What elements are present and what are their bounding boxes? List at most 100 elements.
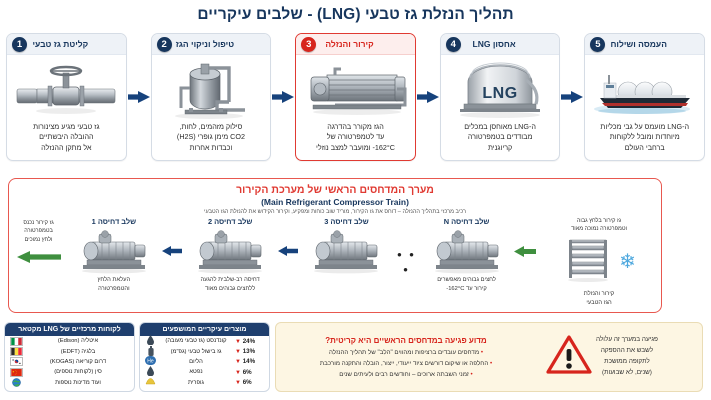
product-pct: ▼ 6%	[235, 369, 265, 376]
product-pct: ▼ 14%	[235, 358, 265, 365]
outlet-line: וטמפרטורה נמוכה מאוד	[571, 226, 627, 233]
step-title-3: קירור והנזלה	[325, 39, 374, 49]
trend-down-icon: ▼	[235, 349, 241, 356]
market-row: איטליה (Edison)	[5, 336, 134, 346]
step-header-1: 1 קליטת גז טבעי	[7, 34, 126, 55]
svg-text:★: ★	[12, 370, 15, 373]
market-row: ★★★★★ סין (לקוחות נוספים)	[5, 367, 134, 377]
markets-panel-heading: לקוחות מרכזיים של LNG מקטאר	[5, 323, 134, 336]
step-card-3[interactable]: 3 קירור והנזלה	[295, 33, 416, 161]
critical-bullet: החלפה או שיקום דורשים ציוד ייעודי, ייצור…	[280, 359, 532, 370]
step-desc-line: ה-LNG מאוחסן במכלים	[464, 122, 536, 131]
step-desc-3: הגז מקורר בהדרגה עד לטמפרטורה של 162°C- …	[296, 121, 415, 160]
belgium-flag-icon	[10, 347, 23, 357]
train-subtitle: (Main Refrigerant Compressor Train)	[261, 197, 409, 207]
step-desc-2: סילוק מזהמים, לחות, CO2 מימן גופרי (H2S)…	[152, 121, 271, 160]
step-desc-line: מיוחדות ומובל ללקוחות	[609, 132, 680, 142]
step-desc-line: וכבדות אחרות	[189, 142, 233, 152]
step-header-3: 3 קירור והנזלה	[296, 34, 415, 55]
oil-drop-icon	[144, 335, 157, 347]
trend-down-icon: ▼	[235, 380, 241, 387]
inlet-line: גז קירור נכנס	[23, 220, 54, 226]
trend-down-icon: ▼	[235, 359, 241, 366]
step-desc-line: 162°C- ומועבר למצב נוזלי	[316, 142, 395, 152]
process-steps: 1 קליטת גז טבעי	[6, 33, 705, 163]
inlet-line: בטמפרטורה	[24, 228, 53, 235]
market-name: סין (לקוחות נוספים)	[54, 369, 102, 376]
stage-title-3: שלב דחיסה 3	[324, 217, 369, 226]
train-flow: גז קירור נכנס בטמפרטורה ולחץ נמוכים שלב …	[9, 217, 661, 311]
gas-cylinder-icon	[144, 345, 157, 358]
outlet-line: גז קירור בלחץ גבוה	[576, 218, 622, 224]
step-number-2: 2	[156, 37, 172, 52]
flow-arrow-1-2	[127, 33, 151, 161]
market-name: בלגיה (EDFT)	[60, 348, 96, 355]
gas-treatment-vessel-icon	[152, 55, 271, 121]
lng-storage-tank-icon: LNG	[441, 55, 560, 121]
train-arrow-2-3	[276, 217, 301, 257]
step-number-5: 5	[590, 37, 606, 52]
critical-bullet: מדחסים עובדים ברציפות ומהווים "הלב" של ת…	[280, 348, 532, 359]
heat-exchanger-icon	[296, 55, 415, 121]
step-number-1: 1	[12, 37, 28, 52]
step-desc-line: מבודדים בטמפרטורה	[467, 132, 533, 142]
critical-heading: מדוע פגיעה במדחסים הראשיים היא קריטית?	[325, 336, 487, 346]
train-arrow-1-2	[160, 217, 185, 257]
warning-line: (שנים, לא שבועות)	[601, 368, 652, 376]
oil-drop-icon	[144, 366, 157, 378]
flow-arrow-3-4	[416, 33, 440, 161]
market-row: דרום קוריאה (KOGAS)	[5, 357, 134, 367]
stage-title-1: שלב דחיסה 1	[91, 217, 137, 226]
step-header-5: 5 העמסה ושילוח	[585, 34, 704, 55]
step-desc-line: קריוגנית	[487, 142, 513, 152]
step-desc-1: גז טבעי מגיע מצינורות ההובלה היבשתיים אל…	[7, 121, 126, 160]
step-card-5[interactable]: 5 העמסה ושילוח	[584, 33, 705, 161]
step-title-1: קליטת גז טבעי	[32, 39, 89, 49]
warning-triangle-icon	[546, 334, 592, 380]
warning-line: לתקופה ממושכת	[604, 358, 650, 365]
svg-text:★: ★	[15, 373, 16, 375]
stage-desc-line: דחיסה רב-שלבית להגעה	[200, 277, 260, 283]
step-desc-line: ההובלה היבשתיים	[39, 132, 94, 142]
product-row: He הליום ▼ 14%	[140, 356, 269, 367]
trend-down-icon: ▼	[235, 338, 241, 345]
market-row: ועוד מדינות נוספות	[5, 378, 134, 388]
train-outlet: גז קירור בלחץ גבוה וטמפרטורה נמוכה מאוד	[537, 217, 661, 307]
product-pct-value: 6%	[242, 379, 252, 387]
step-desc-line: סילוק מזהמים, לחות,	[179, 122, 243, 131]
step-card-4[interactable]: 4 אחסון LNG LNG ה	[439, 33, 561, 161]
step-card-1[interactable]: 1 קליטת גז טבעי	[6, 33, 127, 161]
compressor-train-panel: מערך המדחסים הראשי של מערכת הקירור (Main…	[8, 178, 662, 313]
outlet-cap-line: קירור והנזלת	[583, 291, 615, 297]
products-panel-heading: מוצרים עיקריים המושפעים	[140, 323, 269, 336]
product-name: גופרית	[188, 379, 204, 386]
stage-desc-line: והטמפרטורה	[98, 285, 130, 292]
outlet-caption: קירור והנזלת הגז הטבעי	[537, 290, 661, 307]
stage-desc-n: לחצים גבוהים מאפשרים קירור עד 162°C-	[421, 276, 513, 293]
step-card-2[interactable]: 2 טיפול וניקוי הגז	[150, 33, 272, 161]
train-inlet: גז קירור נכנס בטמפרטורה ולחץ נמוכים	[9, 217, 68, 264]
inlet-arrow-icon	[9, 250, 68, 264]
warning-line: לשבש את ההספקה	[600, 347, 654, 355]
inlet-line: ולחץ נמוכים	[24, 236, 53, 243]
step-desc-line: עד לטמפרטורה של	[326, 132, 385, 142]
market-row: בלגיה (EDFT)	[5, 346, 134, 357]
svg-text:★: ★	[16, 371, 17, 373]
flow-arrow-4-5	[560, 33, 584, 161]
product-pct-value: 6%	[242, 368, 252, 376]
step-desc-line: ה-LNG מועמס על גבי מכליות	[600, 122, 690, 131]
outlet-row: ❄	[537, 235, 661, 288]
compressor-icon	[301, 228, 393, 276]
stage-title-2: שלב דחיסה 2	[207, 217, 253, 226]
warning-message: פגיעה במערך זה עלולה לשבש את ההספקה לתקו…	[596, 335, 658, 379]
warning-line: פגיעה במערך זה עלולה	[596, 336, 658, 344]
step-desc-line: CO2 מימן גופרי (H2S)	[176, 132, 245, 142]
step-desc-line: הגז מקורר בהדרגה	[327, 122, 384, 131]
stage-desc-line: לחצים גבוהים מאפשרים	[437, 277, 496, 283]
product-row: קונדנסט (גז טבעי מעובה) ▼ 24%	[140, 335, 269, 347]
lng-carrier-ship-icon	[585, 55, 704, 121]
step-number-4: 4	[445, 37, 461, 52]
svg-text:★: ★	[16, 372, 17, 374]
critical-text-block: מדוע פגיעה במדחסים הראשיים היא קריטית? מ…	[276, 333, 540, 381]
compressor-icon	[184, 228, 276, 276]
